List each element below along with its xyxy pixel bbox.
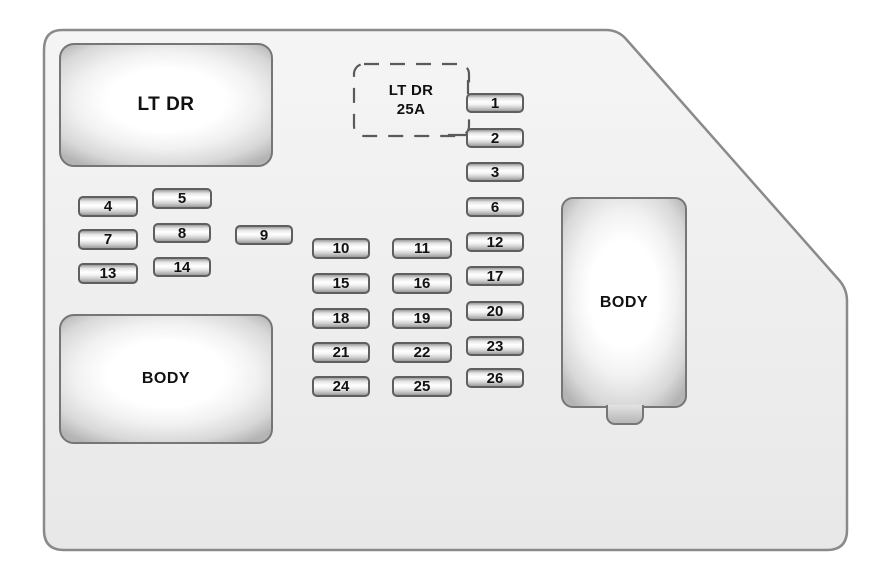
fuse-label: 26 xyxy=(486,369,504,387)
fuse-15: 15 xyxy=(312,273,370,294)
fuse-label: 5 xyxy=(177,190,187,207)
fuse-label: 18 xyxy=(332,310,350,327)
fuse-24: 24 xyxy=(312,376,370,397)
fuse-label: 17 xyxy=(486,267,504,285)
fuse-label: 23 xyxy=(486,337,504,355)
fuse-9: 9 xyxy=(235,225,293,245)
body-block-tab xyxy=(606,405,644,425)
fuse-label: 14 xyxy=(173,258,191,276)
fuse-label: 6 xyxy=(490,198,500,216)
fuse-26: 26 xyxy=(466,368,524,388)
fuse-label: 20 xyxy=(486,302,504,320)
fuse-18: 18 xyxy=(312,308,370,329)
fuse-label: 7 xyxy=(103,231,113,248)
fuse-25: 25 xyxy=(392,376,452,397)
fuse-label: 3 xyxy=(490,163,500,181)
fuse-label: 15 xyxy=(332,275,350,292)
fuse-label: 2 xyxy=(490,129,500,147)
fuse-label: 25 xyxy=(413,378,431,395)
lt-dr-25a-callout: LT DR 25A xyxy=(353,63,469,136)
fuse-8: 8 xyxy=(153,223,211,243)
fuse-label: 13 xyxy=(99,265,117,282)
fuse-3: 3 xyxy=(466,162,524,182)
fuse-label: 19 xyxy=(413,310,431,327)
fuse-22: 22 xyxy=(392,342,452,363)
fuse-2: 2 xyxy=(466,128,524,148)
fuse-21: 21 xyxy=(312,342,370,363)
callout-label-line2: 25A xyxy=(396,100,426,118)
fuse-label: 10 xyxy=(332,240,350,257)
fuse-label: 21 xyxy=(332,344,350,361)
fuse-label: 9 xyxy=(259,226,269,244)
fuse-10: 10 xyxy=(312,238,370,259)
block-label: BODY xyxy=(599,293,649,311)
fuse-6: 6 xyxy=(466,197,524,217)
fuse-13: 13 xyxy=(78,263,138,284)
fuse-20: 20 xyxy=(466,301,524,321)
body-block-right: BODY xyxy=(561,197,687,425)
fuse-17: 17 xyxy=(466,266,524,286)
fuse-label: 12 xyxy=(486,233,504,251)
fuse-label: 11 xyxy=(414,240,430,257)
block-label: LT DR xyxy=(137,94,195,115)
fuse-label: 1 xyxy=(490,94,500,112)
fuse-label: 22 xyxy=(413,344,431,361)
fuse-14: 14 xyxy=(153,257,211,277)
fuse-12: 12 xyxy=(466,232,524,252)
fuse-label: 8 xyxy=(177,224,187,242)
fuse-11: 11 xyxy=(392,238,452,259)
fuse-16: 16 xyxy=(392,273,452,294)
callout-label-line1: LT DR xyxy=(388,81,434,99)
fuse-label: 4 xyxy=(103,198,113,215)
fuse-7: 7 xyxy=(78,229,138,250)
fuse-label: 16 xyxy=(413,275,431,292)
block-label: BODY xyxy=(141,370,191,387)
fuse-1: 1 xyxy=(466,93,524,113)
fuse-23: 23 xyxy=(466,336,524,356)
body-block-left: BODY xyxy=(59,314,273,444)
lt-dr-block: LT DR xyxy=(59,43,273,167)
fuse-5: 5 xyxy=(152,188,212,209)
fuse-19: 19 xyxy=(392,308,452,329)
fuse-label: 24 xyxy=(332,378,350,395)
fuse-4: 4 xyxy=(78,196,138,217)
